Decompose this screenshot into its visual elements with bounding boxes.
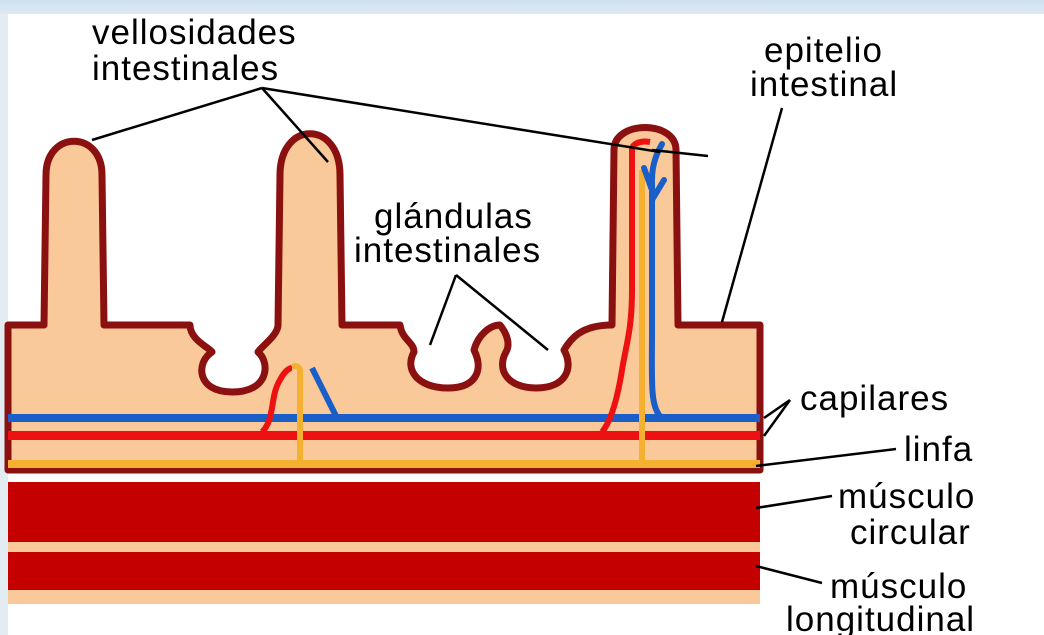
label-longitudinal-muscle-line2: longitudinal xyxy=(786,600,975,635)
label-circular-muscle-line2: circular xyxy=(850,513,971,552)
submucosa-band xyxy=(8,542,760,552)
longitudinal-muscle-layer xyxy=(8,552,760,590)
red-capillary-layer xyxy=(8,431,760,440)
label-capillaries: capilares xyxy=(800,379,949,418)
base-band xyxy=(8,590,760,604)
label-circular-muscle-line1: músculo xyxy=(838,477,975,516)
label-glands-line2: intestinales xyxy=(354,231,541,270)
blue-capillary-layer xyxy=(8,414,760,422)
label-villi-line1: vellosidades xyxy=(92,13,297,52)
label-villi-line2: intestinales xyxy=(92,49,279,88)
lymph-layer xyxy=(8,460,760,468)
label-epithelium-line2: intestinal xyxy=(750,65,898,104)
circular-muscle-layer xyxy=(8,482,760,542)
label-lymph: linfa xyxy=(904,430,973,469)
